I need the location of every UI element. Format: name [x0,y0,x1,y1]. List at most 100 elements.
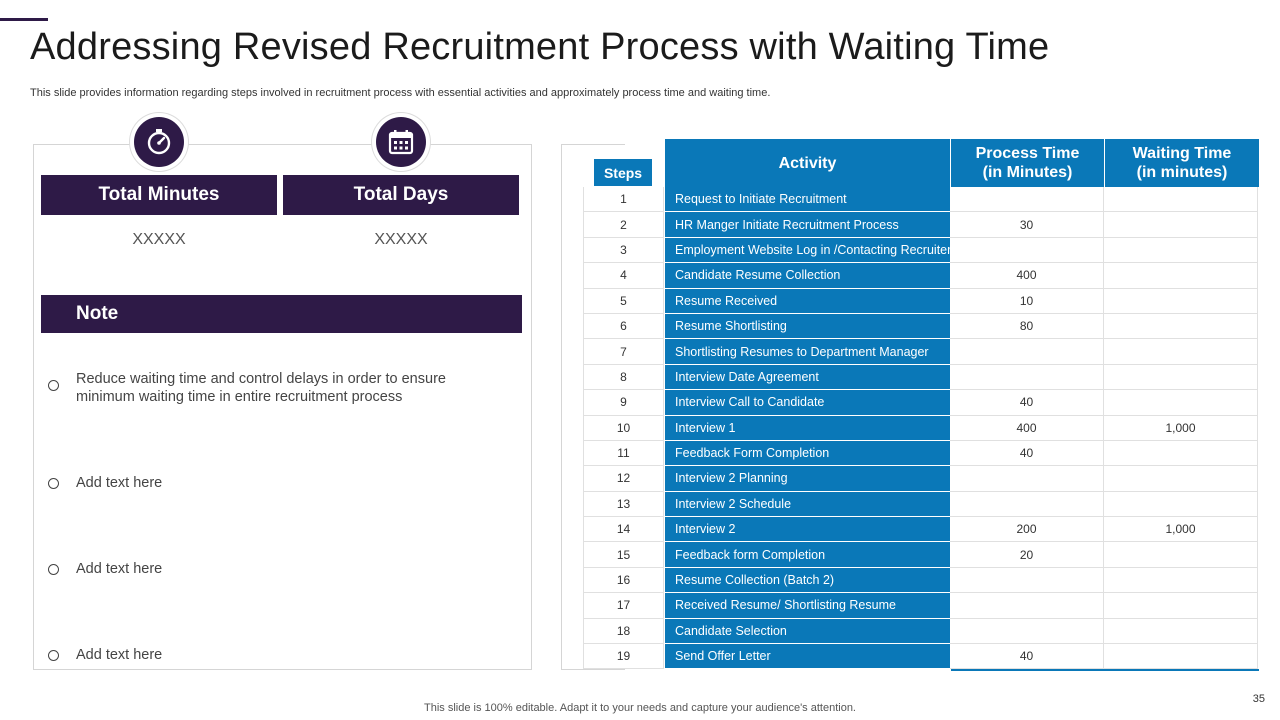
step-cell: 14 [583,517,664,543]
note-header: Note [41,295,522,333]
waiting-time-cell [1104,364,1258,391]
activity-cell: Resume Received [664,288,950,314]
waiting-time-cell [1104,542,1258,568]
waiting-time-cell: 1,000 [1104,517,1258,543]
activity-cell: Interview 2 Schedule [664,491,950,518]
activity-cell: Interview 2 Planning [664,466,950,492]
step-cell: 2 [583,212,664,238]
slide-title: Addressing Revised Recruitment Process w… [30,26,1050,68]
step-cell: 18 [583,618,664,645]
calendar-icon [376,117,426,167]
step-cell: 8 [583,364,664,391]
activity-cell: Interview Call to Candidate [664,390,950,416]
total-minutes-value: XXXXX [132,231,186,248]
process-time-cell: 40 [950,644,1104,670]
activity-cell: Interview 2 [664,517,950,543]
process-time-cell [950,237,1104,264]
activity-cell: Shortlisting Resumes to Department Manag… [664,339,950,365]
process-time-cell [950,187,1104,213]
activity-cell: Candidate Resume Collection [664,263,950,289]
stopwatch-icon [134,117,184,167]
process-time-cell [950,618,1104,645]
waiting-time-cell [1104,567,1258,594]
activity-cell: Received Resume/ Shortlisting Resume [664,593,950,619]
activity-cell: Resume Shortlisting [664,313,950,340]
process-time-cell: 400 [950,263,1104,289]
page-number: 35 [1252,693,1265,705]
waiting-time-cell [1104,288,1258,314]
slide-subtitle: This slide provides information regardin… [30,87,771,99]
activity-cell: Resume Collection (Batch 2) [664,567,950,594]
step-cell: 12 [583,466,664,492]
waiting-time-cell [1104,313,1258,340]
title-accent-bar [0,18,48,21]
step-cell: 19 [583,644,664,670]
process-time-cell [950,567,1104,594]
waiting-time-cell [1104,263,1258,289]
process-time-cell: 80 [950,313,1104,340]
step-cell: 11 [583,440,664,467]
process-time-cell [950,339,1104,365]
step-cell: 5 [583,288,664,314]
step-cell: 17 [583,593,664,619]
activity-header: Activity [665,139,950,187]
note-item: Add text here [48,646,468,664]
step-cell: 6 [583,313,664,340]
waiting-time-cell [1104,440,1258,467]
process-time-cell [950,466,1104,492]
process-time-cell [950,593,1104,619]
process-time-cell: 40 [950,390,1104,416]
process-time-cell: 200 [950,517,1104,543]
step-cell: 9 [583,390,664,416]
table-bottom-rule [951,669,1259,671]
activity-cell: Interview Date Agreement [664,364,950,391]
waiting-time-cell [1104,618,1258,645]
activity-cell: Feedback form Completion [664,542,950,568]
total-minutes-header: Total Minutes [41,175,277,215]
activity-cell: Feedback Form Completion [664,440,950,467]
waiting-time-cell: 1,000 [1104,415,1258,441]
activity-cell: Employment Website Log in /Contacting Re… [664,237,951,264]
note-item: Add text here [48,474,468,492]
process-time-header-line2: (in Minutes) [982,164,1073,181]
waiting-time-header-line1: Waiting Time [1132,145,1232,162]
bullet-circle-icon [48,380,59,391]
step-cell: 16 [583,567,664,594]
process-time-cell: 30 [950,212,1104,238]
process-time-cell [950,491,1104,518]
waiting-time-header-line2: (in minutes) [1136,164,1228,181]
process-time-cell: 10 [950,288,1104,314]
waiting-time-header: Waiting Time (in minutes) [1105,139,1259,187]
waiting-time-cell [1104,491,1258,518]
step-cell: 13 [583,491,664,518]
activity-cell: HR Manger Initiate Recruitment Process [664,212,950,238]
waiting-time-cell [1104,339,1258,365]
waiting-time-cell [1104,390,1258,416]
slide-footer: This slide is 100% editable. Adapt it to… [424,702,856,714]
process-time-cell [950,364,1104,391]
note-item: Add text here [48,560,468,578]
activity-cell: Candidate Selection [664,618,950,645]
waiting-time-cell [1104,466,1258,492]
note-item-text: Add text here [76,475,163,491]
process-time-cell: 400 [950,415,1104,441]
total-days-value: XXXXX [374,231,428,248]
process-time-header: Process Time(in Minutes) [951,139,1104,187]
step-cell: 10 [583,415,664,441]
step-cell: 7 [583,339,664,365]
